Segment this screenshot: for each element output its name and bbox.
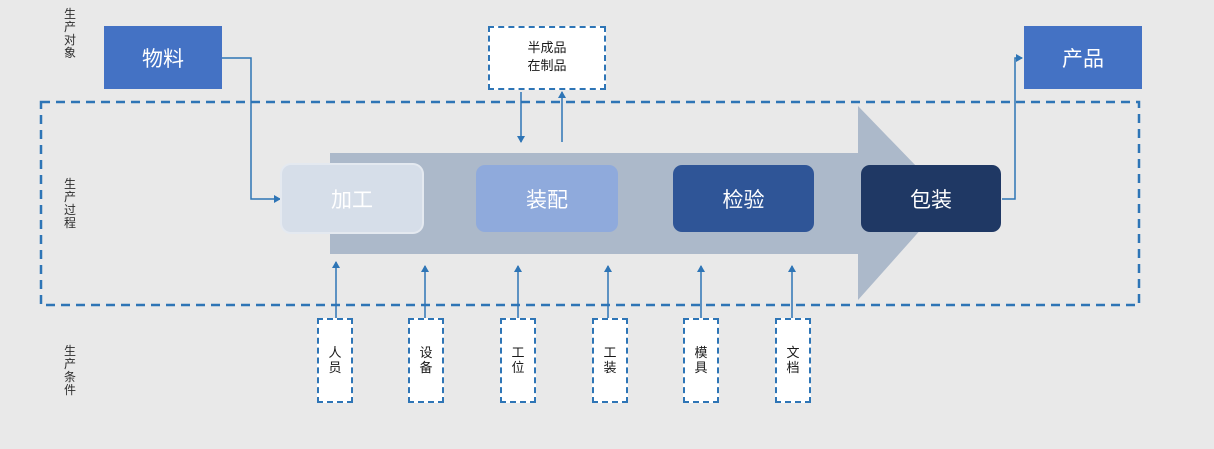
stage-packaging: 包装 <box>861 165 1001 232</box>
condition-box: 人员 <box>317 318 353 403</box>
wip-box: 半成品 在制品 <box>488 26 606 90</box>
stage-label: 装配 <box>526 187 568 212</box>
row-label-conditions: 生产条件 <box>63 344 76 397</box>
condition-box: 文档 <box>775 318 811 403</box>
stage-label: 检验 <box>722 187 765 212</box>
stage-processing: 加工 <box>282 165 422 232</box>
condition-label: 模具 <box>694 345 708 376</box>
product-label: 产品 <box>1062 46 1104 71</box>
material-label: 物料 <box>142 46 184 71</box>
condition-box: 工位 <box>500 318 536 403</box>
wip-line-2: 在制品 <box>527 59 567 74</box>
wip-line-1: 半成品 <box>527 41 567 56</box>
product-box: 产品 <box>1024 26 1142 89</box>
condition-label: 设备 <box>419 345 433 376</box>
condition-label: 人员 <box>328 345 342 376</box>
stage-to-product-connector <box>1002 54 1023 200</box>
condition-box: 工装 <box>592 318 628 403</box>
stage-inspection: 检验 <box>673 165 814 232</box>
condition-box: 设备 <box>408 318 444 403</box>
condition-label: 文档 <box>786 345 800 376</box>
condition-label: 工装 <box>603 345 617 376</box>
condition-box: 模具 <box>683 318 719 403</box>
row-label-object: 生产对象 <box>63 7 76 60</box>
material-box: 物料 <box>104 26 222 89</box>
stage-label: 加工 <box>331 187 373 212</box>
stage-assembly: 装配 <box>476 165 618 232</box>
material-to-stage-connector <box>222 57 281 203</box>
process-flow-arrow <box>330 106 948 300</box>
stage-label: 包装 <box>910 187 952 212</box>
condition-label: 工位 <box>511 345 525 376</box>
row-label-process: 生产过程 <box>63 177 76 230</box>
